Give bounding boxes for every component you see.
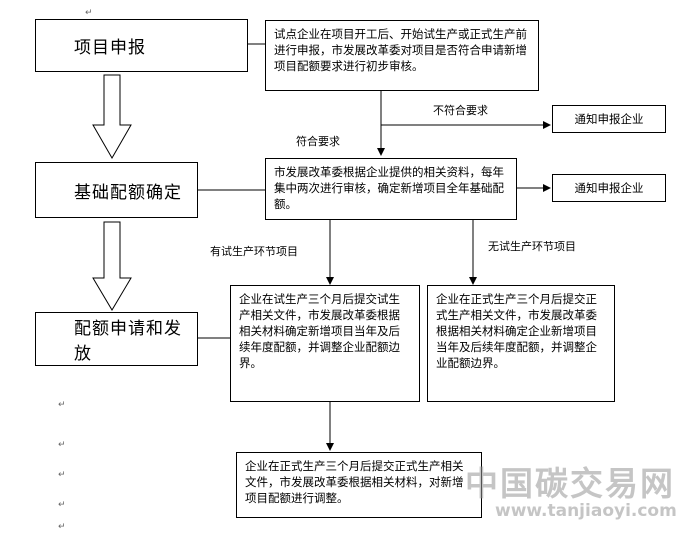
paragraph-mark: ↵	[58, 522, 66, 532]
step-base-quota-review: 市发展改革委根据企业提供的相关资料，每年集中两次进行审核，确定新增项目全年基础配…	[265, 158, 517, 220]
label-with-trial: 有试生产环节项目	[210, 245, 298, 258]
paragraph-mark: ↵	[58, 500, 66, 510]
label-not-meet: 不符合要求	[433, 104, 488, 117]
step-initial-review: 试点企业在项目开工后、开始试生产或正式生产前进行申报，市发展改革委对项目是否符合…	[265, 20, 539, 91]
paragraph-mark: ↵	[58, 400, 66, 410]
notify-after-base: 通知申报企业	[552, 174, 666, 202]
stage-arrow-2	[92, 221, 132, 311]
stage-label: 配额申请和发放	[74, 319, 182, 364]
paragraph-mark: ↵	[85, 8, 93, 18]
stage-project-declaration: 项目申报	[35, 19, 248, 72]
paragraph-mark: ↵	[58, 470, 66, 480]
step-trial-branch: 企业在试生产三个月后提交试生产相关文件，市发展改革委根据相关材料确定新增项目当年…	[230, 285, 420, 402]
notify-after-review: 通知申报企业	[552, 105, 666, 133]
label-meet: 符合要求	[296, 135, 340, 148]
stage-label: 项目申报	[74, 38, 146, 58]
stage-label: 基础配额确定	[74, 182, 182, 203]
stage-base-quota: 基础配额确定	[35, 162, 198, 218]
label-without-trial: 无试生产环节项目	[488, 240, 576, 253]
step-final-adjust: 企业在正式生产三个月后提交正式生产相关文件，市发展改革委根据相关材料，对新增项目…	[236, 452, 482, 518]
stage-arrow-1	[92, 74, 132, 160]
stage-quota-application: 配额申请和发放	[35, 312, 198, 366]
step-formal-branch: 企业在正式生产三个月后提交正式生产相关文件，市发展改革委根据相关材料确定企业新增…	[427, 285, 615, 402]
paragraph-mark: ↵	[58, 440, 66, 450]
